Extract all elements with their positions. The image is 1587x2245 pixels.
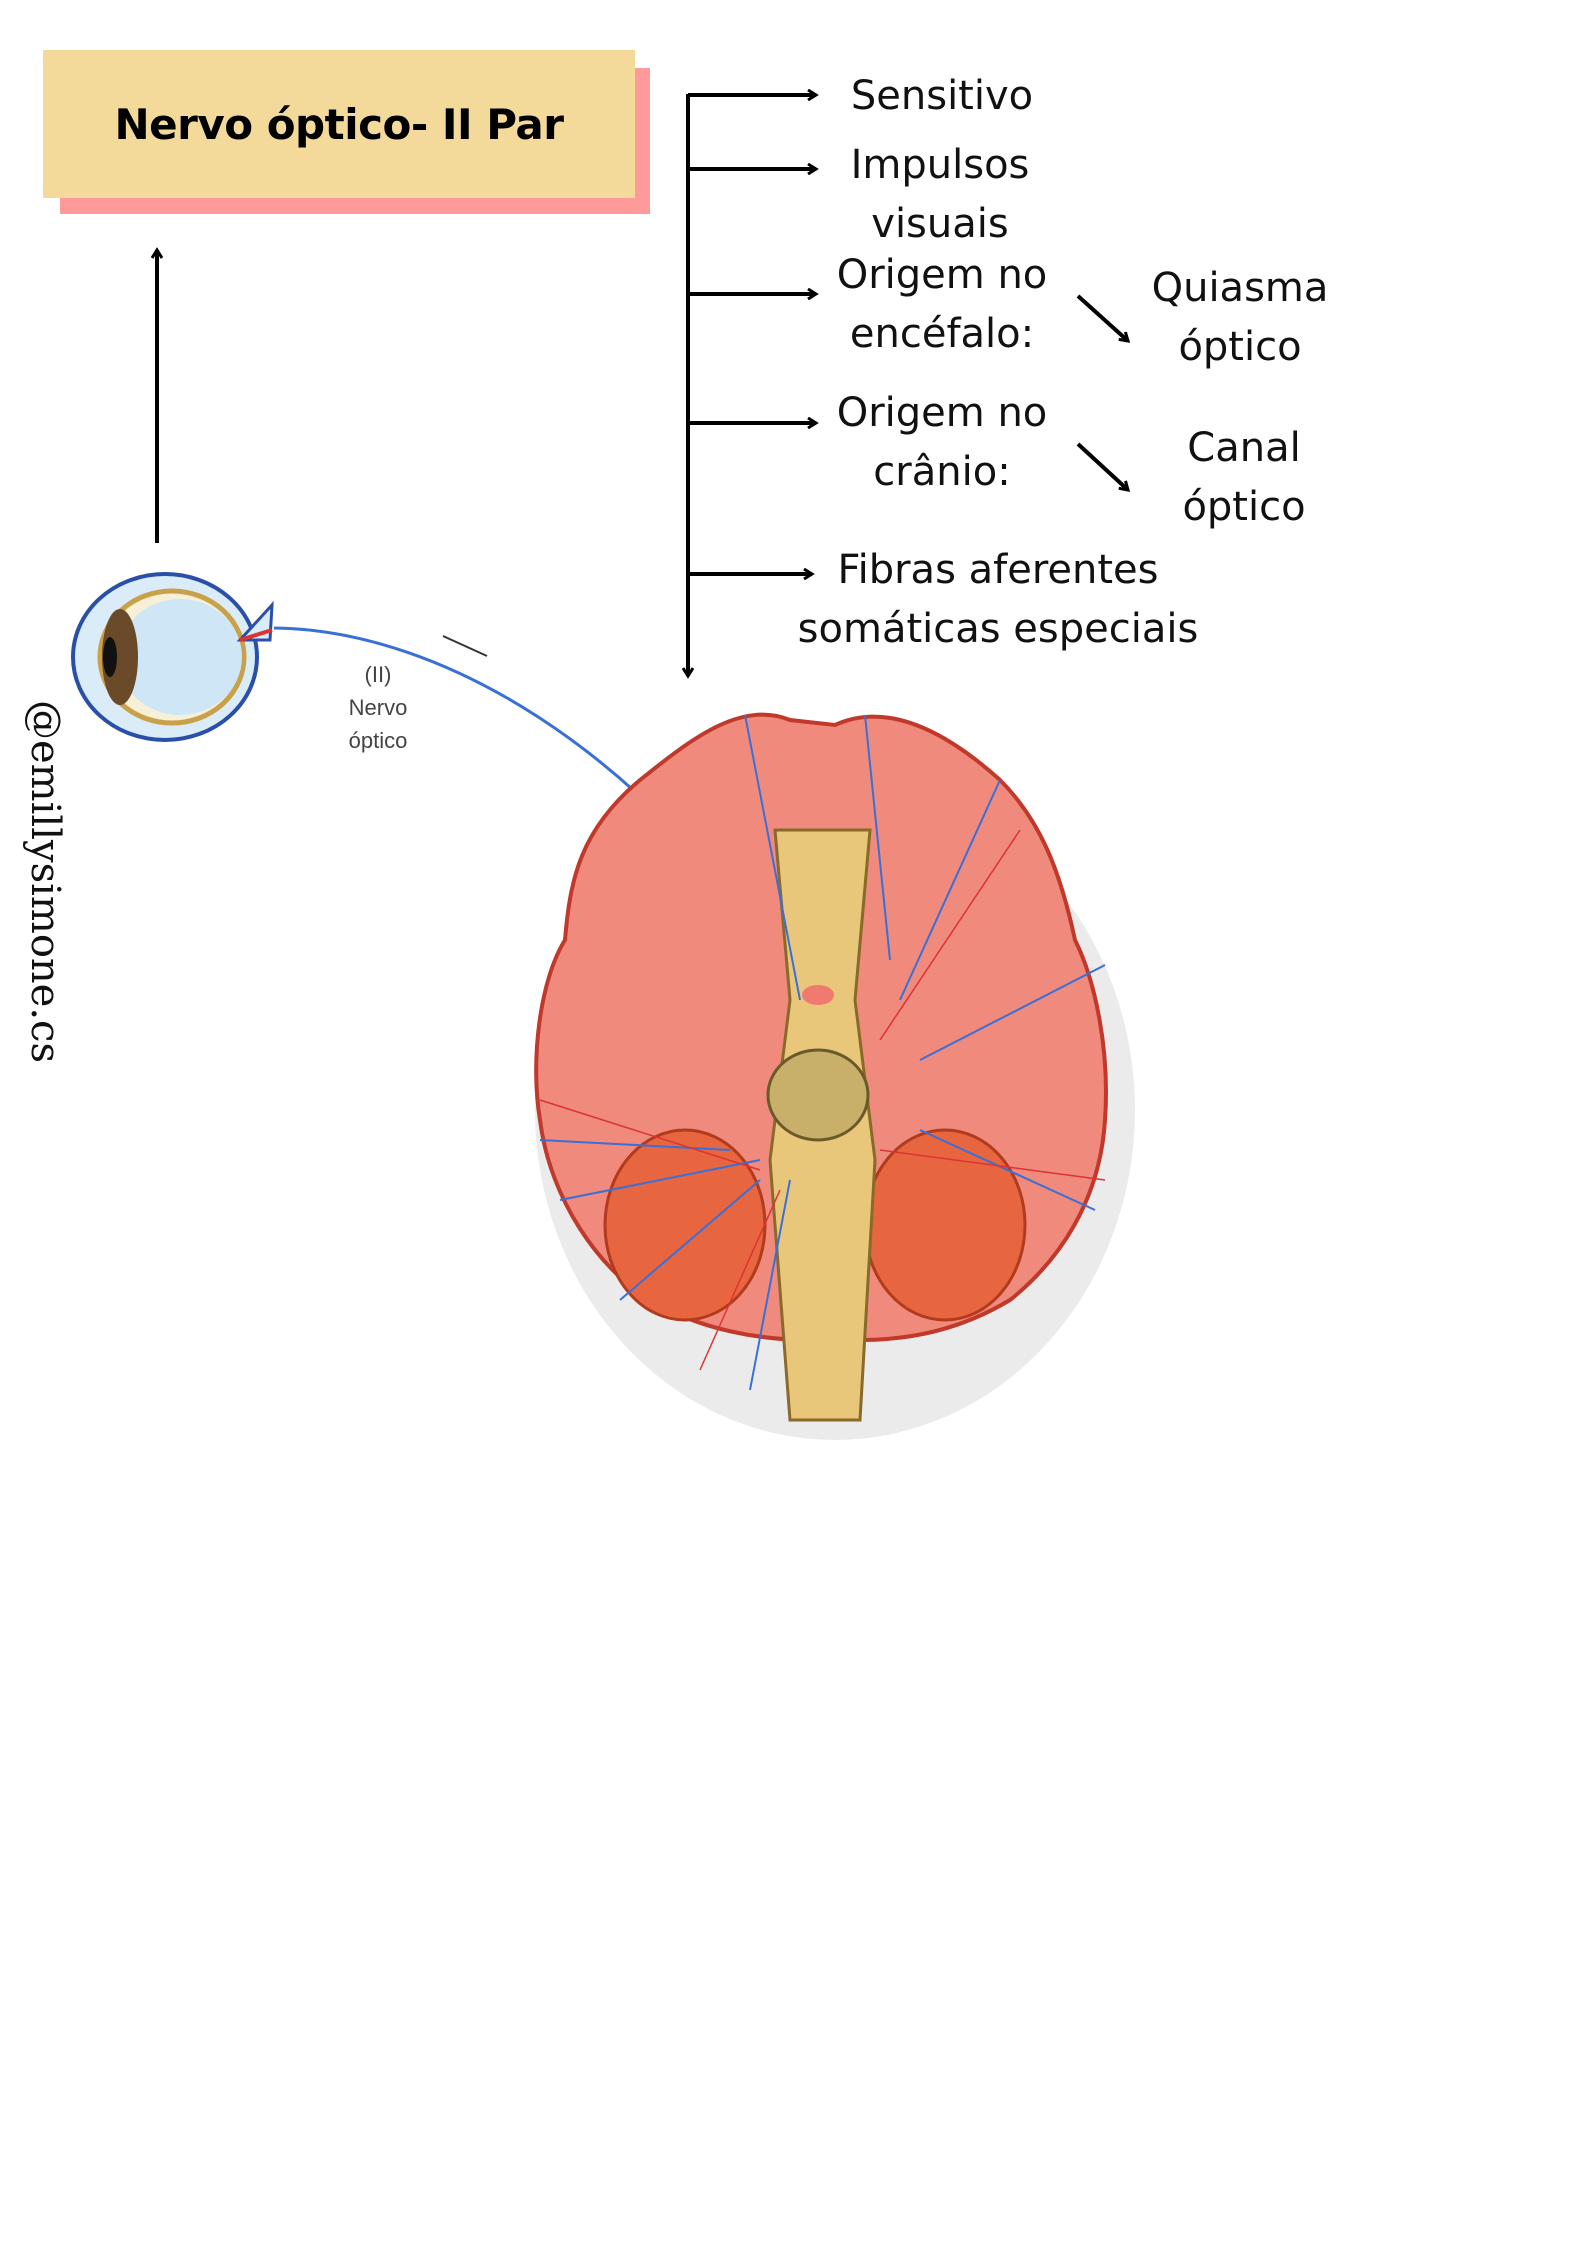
figure-label: (II) Nervo óptico [348,662,408,753]
page-title: Nervo óptico- II Par [114,99,565,149]
title-box: Nervo óptico- II Par [43,50,635,198]
watermark: @emillysimone.cs [22,700,68,1063]
branch-arrows [688,95,1128,574]
branch-sensitivo: Sensitivo [850,73,1034,119]
brain-illustration [534,712,1135,1440]
eye-illustration [71,572,767,941]
